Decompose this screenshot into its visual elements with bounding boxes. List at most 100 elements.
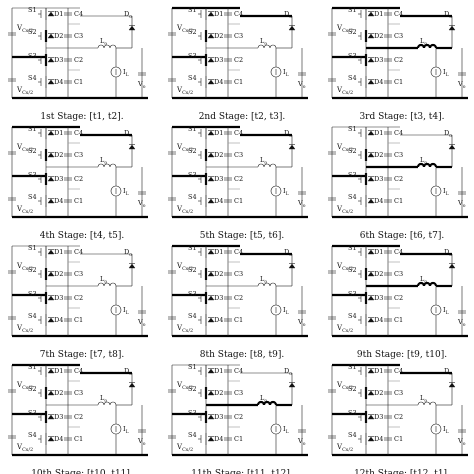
switch-label: S2 bbox=[188, 28, 197, 36]
diode-label: D2 bbox=[54, 270, 63, 278]
switch-label: S1 bbox=[188, 363, 197, 371]
inductor bbox=[256, 400, 278, 406]
cap-label: C4 bbox=[74, 10, 83, 18]
output-diode-symbol bbox=[448, 382, 456, 388]
diode-label: D3 bbox=[214, 294, 223, 302]
diode-label: D3 bbox=[374, 413, 383, 421]
switch-label: S4 bbox=[348, 431, 357, 439]
current-label: IL bbox=[443, 187, 449, 197]
diode-1 bbox=[367, 249, 375, 255]
switch-label: S2 bbox=[28, 266, 37, 274]
source-cap-bottom bbox=[328, 316, 336, 320]
switch-label: S3 bbox=[28, 290, 37, 298]
diode-label: D4 bbox=[54, 197, 63, 205]
inductor-label: Lo bbox=[100, 156, 107, 166]
inductor bbox=[416, 281, 438, 287]
source-label-bottom: VCs/2 bbox=[16, 443, 33, 453]
output-diode-label: Do bbox=[284, 10, 292, 20]
switch-label: S2 bbox=[348, 147, 357, 155]
diode-2 bbox=[47, 390, 55, 396]
diode-4 bbox=[47, 317, 55, 323]
source-cap-bottom bbox=[168, 197, 176, 201]
diode-2 bbox=[207, 33, 215, 39]
cap-label: C4 bbox=[394, 10, 403, 18]
diode-label: D4 bbox=[214, 197, 223, 205]
inductor bbox=[257, 44, 277, 49]
cap-label: C4 bbox=[394, 129, 403, 137]
cap-label: C1 bbox=[74, 316, 83, 324]
switch-label: S1 bbox=[28, 6, 37, 14]
source-label-top: VCs/2 bbox=[176, 143, 193, 153]
source-label-bottom: VCs/2 bbox=[336, 443, 353, 453]
source-label-bottom: VCs/2 bbox=[336, 205, 353, 215]
diode-4 bbox=[207, 317, 215, 323]
cap-label: C4 bbox=[74, 367, 83, 375]
switch-label: S3 bbox=[188, 290, 197, 298]
source-cap-top bbox=[8, 151, 16, 155]
switch-label: S3 bbox=[348, 409, 357, 417]
source-cap-top bbox=[328, 270, 336, 274]
switch-label: S1 bbox=[28, 363, 37, 371]
diode-4 bbox=[47, 79, 55, 85]
switch-label: S2 bbox=[28, 147, 37, 155]
diode-label: D4 bbox=[374, 197, 383, 205]
diode-2 bbox=[47, 33, 55, 39]
diode-label: D1 bbox=[374, 10, 383, 18]
diode-label: D3 bbox=[374, 175, 383, 183]
output-diode-symbol bbox=[288, 263, 296, 269]
output-diode-symbol bbox=[128, 144, 136, 150]
diode-3 bbox=[207, 57, 215, 63]
switch-label: S4 bbox=[28, 312, 37, 320]
source-label-bottom: VCs/2 bbox=[16, 86, 33, 96]
vo-label: Vo bbox=[297, 80, 306, 90]
switch-label: S4 bbox=[28, 431, 37, 439]
stage-caption: 1st Stage: [t1, t2]. bbox=[40, 112, 123, 122]
output-diode bbox=[288, 373, 296, 405]
inductor bbox=[416, 162, 438, 168]
stage-caption: 8th Stage: [t8, t9]. bbox=[200, 350, 285, 360]
diode-label: D2 bbox=[214, 32, 223, 40]
source-cap-top bbox=[168, 389, 176, 393]
source-label-bottom: VCs/2 bbox=[176, 443, 193, 453]
cap-label: C4 bbox=[394, 367, 403, 375]
diode-1 bbox=[207, 11, 215, 17]
current-label: IL bbox=[283, 306, 289, 316]
output-diode-symbol bbox=[288, 144, 296, 150]
switch-label: S2 bbox=[348, 28, 357, 36]
cap-label: C3 bbox=[234, 270, 243, 278]
source-cap-bottom bbox=[328, 197, 336, 201]
switch-label: S4 bbox=[348, 193, 357, 201]
switch-label: S3 bbox=[188, 409, 197, 417]
cap-label: C1 bbox=[394, 197, 403, 205]
output-diode-label: Do bbox=[124, 129, 132, 139]
source-cap-top bbox=[8, 270, 16, 274]
cap-label: C3 bbox=[74, 389, 83, 397]
switch-label: S3 bbox=[188, 52, 197, 60]
output-diode bbox=[128, 135, 136, 167]
switch-label: S1 bbox=[348, 244, 357, 252]
diode-label: D1 bbox=[54, 248, 63, 256]
output-diode-symbol bbox=[288, 382, 296, 388]
diode-label: D1 bbox=[374, 248, 383, 256]
switch-label: S4 bbox=[188, 312, 197, 320]
source-label-bottom: VCs/2 bbox=[176, 324, 193, 334]
diode-3 bbox=[47, 295, 55, 301]
vo-label: Vo bbox=[457, 318, 466, 328]
source-label-top: VCs/2 bbox=[336, 262, 353, 272]
source-cap-bottom bbox=[8, 316, 16, 320]
